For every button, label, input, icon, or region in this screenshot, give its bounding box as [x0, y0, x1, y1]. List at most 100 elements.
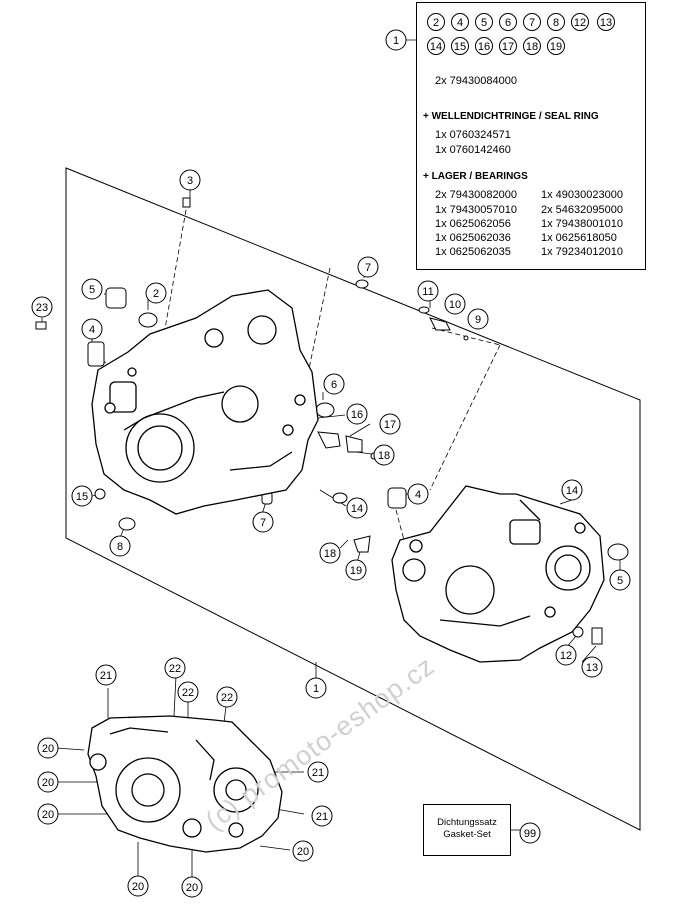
crankcase-right: [391, 485, 605, 663]
washer-part: [463, 335, 469, 341]
bearing-item: 1x 0625062036: [435, 232, 511, 244]
callout-label: 3: [187, 175, 193, 187]
seal-ring-part-2: [315, 402, 335, 418]
callout-label: 14: [566, 485, 578, 497]
callout-22: 22: [164, 657, 186, 679]
callout-4: 4: [81, 318, 103, 340]
callout-circle: [346, 403, 368, 425]
bushing-part: [105, 287, 127, 309]
callout-18: 18: [319, 542, 341, 564]
callout-circle: [323, 373, 345, 395]
callout-circle: [37, 771, 59, 793]
callout-circle: [71, 485, 93, 507]
callout-label: 16: [351, 409, 363, 421]
callout-label: 20: [42, 809, 54, 821]
gasket-label-de: Dichtungssatz: [437, 817, 497, 828]
dowel-pin: [355, 279, 369, 289]
callout-21: 21: [95, 664, 117, 686]
bearing-item: 2x 54632095000: [541, 204, 623, 216]
callout-circle: [37, 737, 59, 759]
callout-circle: [417, 280, 439, 302]
callout-3: 3: [179, 169, 201, 191]
legend-item-2: 2: [427, 13, 445, 31]
callout-14: 14: [561, 479, 583, 501]
callout-label: 18: [324, 548, 336, 560]
bearing-item: 2x 79430082000: [435, 189, 517, 201]
callout-label: 17: [384, 419, 396, 431]
callout-9: 9: [467, 308, 489, 330]
callout-label: 4: [89, 324, 95, 336]
seal-ring-part: [138, 312, 158, 328]
callout-circle: [109, 535, 131, 557]
callout-6: 6: [323, 373, 345, 395]
callout-21: 21: [307, 761, 329, 783]
callout-20: 20: [181, 876, 203, 898]
callout-circle: [555, 644, 577, 666]
callout-label: 10: [449, 299, 461, 311]
callout-label: 20: [42, 743, 54, 755]
legend-item-16: 16: [475, 37, 493, 55]
callout-label: 18: [378, 450, 390, 462]
legend-item-15: 15: [451, 37, 469, 55]
callout-label: 21: [316, 811, 328, 823]
callout-circle: [581, 656, 603, 678]
callout-circle: [561, 479, 583, 501]
callout-circle: [609, 569, 631, 591]
callout-label: 22: [182, 687, 194, 699]
washer-right: [572, 626, 584, 638]
bearing-item: 1x 0625618050: [541, 232, 617, 244]
bearing-item: 1x 79430057010: [435, 204, 517, 216]
bearing-item: 1x 79438001010: [541, 218, 623, 230]
plug-bolt: [591, 627, 603, 645]
bearing-item: 1x 0625062056: [435, 218, 511, 230]
clip-part: [353, 535, 371, 553]
callout-circle: [179, 169, 201, 191]
callout-circle: [181, 876, 203, 898]
callout-label: 99: [524, 828, 536, 840]
callout-2: 2: [145, 282, 167, 304]
callout-label: 20: [186, 882, 198, 894]
legend-item-5: 5: [475, 13, 493, 31]
callout-label: 15: [76, 491, 88, 503]
callout-17: 17: [379, 413, 401, 435]
callout-label: 7: [365, 262, 371, 274]
callout-label: 5: [617, 575, 623, 587]
bearing-item: 1x 79234012010: [541, 246, 623, 258]
callout-circle: [81, 318, 103, 340]
sleeve-part: [332, 492, 348, 504]
bracket-part: [429, 317, 451, 331]
callout-4: 4: [407, 483, 429, 505]
nut-part: [35, 321, 47, 330]
callout-label: 2: [153, 288, 159, 300]
callout-14: 14: [346, 497, 368, 519]
legend-item-19: 19: [547, 37, 565, 55]
seal-item: 1x 0760142460: [435, 144, 511, 156]
callout-label: 21: [100, 670, 112, 682]
callout-circle: [519, 822, 541, 844]
legend-item-8: 8: [547, 13, 565, 31]
seal-item: 1x 0760324571: [435, 129, 511, 141]
callout-20: 20: [37, 737, 59, 759]
callout-99: 99: [519, 822, 541, 844]
legend-item-4: 4: [451, 13, 469, 31]
callout-circle: [216, 686, 238, 708]
callout-circle: [373, 444, 395, 466]
callout-5: 5: [81, 278, 103, 300]
plug-part: [94, 488, 106, 500]
legend-line1: 2x 79430084000: [435, 75, 517, 87]
bearing-item: 1x 49030023000: [541, 189, 623, 201]
crankcase-inset: [87, 715, 283, 853]
callout-1: 1: [305, 677, 327, 699]
callout-20: 20: [292, 840, 314, 862]
callout-label: 13: [586, 662, 598, 674]
callout-label: 12: [560, 650, 572, 662]
callout-7: 7: [357, 256, 379, 278]
callout-22: 22: [177, 681, 199, 703]
callout-circle: [385, 29, 407, 51]
callout-label: 22: [221, 692, 233, 704]
lock-plate-part-2: [345, 435, 363, 453]
callout-circle: [379, 413, 401, 435]
bearing-item: 1x 0625062035: [435, 246, 511, 258]
callout-18: 18: [373, 444, 395, 466]
